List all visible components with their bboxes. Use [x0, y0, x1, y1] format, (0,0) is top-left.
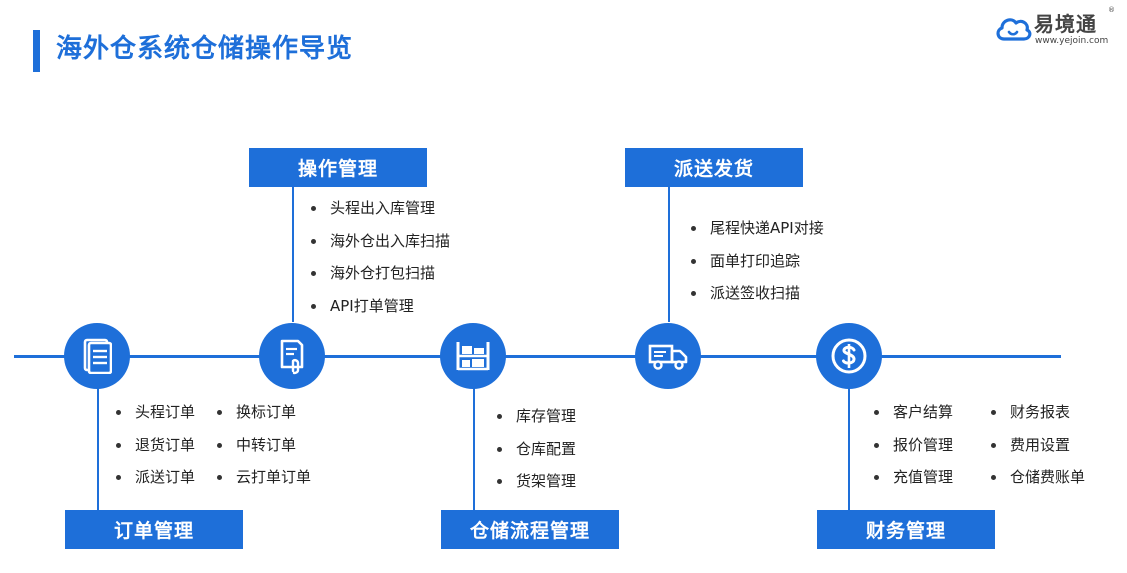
- order-items-left: 头程订单 退货订单 派送订单: [113, 396, 195, 494]
- list-item: 海外仓出入库扫描: [308, 225, 450, 258]
- list-item: 货架管理: [494, 465, 576, 498]
- connector-warehouse: [473, 388, 475, 513]
- list-item: 充值管理: [871, 461, 953, 494]
- scan-document-icon: [280, 339, 304, 375]
- list-item: 派送订单: [113, 461, 195, 494]
- list-item: 云打单订单: [214, 461, 311, 494]
- warehouse-items: 库存管理 仓库配置 货架管理: [494, 400, 576, 498]
- finance-items-right: 财务报表 费用设置 仓储费账单: [988, 396, 1085, 494]
- delivery-node: [635, 323, 701, 389]
- operation-node: [259, 323, 325, 389]
- logo: 易境通 ® www.yejoin.com: [994, 6, 1119, 54]
- order-items-right: 换标订单 中转订单 云打单订单: [214, 396, 311, 494]
- logo-name: 易境通: [1034, 12, 1097, 36]
- list-item: 中转订单: [214, 429, 311, 462]
- document-icon: [83, 338, 112, 374]
- list-item: 退货订单: [113, 429, 195, 462]
- warehouse-label: 仓储流程管理: [441, 510, 619, 549]
- list-item: 财务报表: [988, 396, 1085, 429]
- operation-items: 头程出入库管理 海外仓出入库扫描 海外仓打包扫描 API打单管理: [308, 192, 450, 322]
- list-item: 库存管理: [494, 400, 576, 433]
- operation-label: 操作管理: [249, 148, 427, 187]
- list-item: 面单打印追踪: [688, 245, 824, 278]
- list-item: 费用设置: [988, 429, 1085, 462]
- warehouse-node: [440, 323, 506, 389]
- connector-finance: [848, 388, 850, 513]
- delivery-items: 尾程快递API对接 面单打印追踪 派送签收扫描: [688, 212, 824, 310]
- connector-order: [97, 388, 99, 513]
- page-title: 海外仓系统仓储操作导览: [56, 34, 354, 64]
- logo-registered-mark: ®: [1108, 6, 1115, 14]
- finance-label: 财务管理: [817, 510, 995, 549]
- order-label: 订单管理: [65, 510, 243, 549]
- list-item: 换标订单: [214, 396, 311, 429]
- list-item: 头程出入库管理: [308, 192, 450, 225]
- list-item: 仓库配置: [494, 433, 576, 466]
- finance-node: [816, 323, 882, 389]
- list-item: 尾程快递API对接: [688, 212, 824, 245]
- logo-url: www.yejoin.com: [1035, 36, 1109, 46]
- truck-icon: [648, 344, 688, 370]
- list-item: 仓储费账单: [988, 461, 1085, 494]
- list-item: 海外仓打包扫描: [308, 257, 450, 290]
- dollar-icon: [831, 338, 867, 374]
- connector-delivery: [668, 186, 670, 322]
- list-item: 报价管理: [871, 429, 953, 462]
- list-item: 头程订单: [113, 396, 195, 429]
- list-item: API打单管理: [308, 290, 450, 323]
- finance-items-left: 客户结算 报价管理 充值管理: [871, 396, 953, 494]
- shelf-icon: [456, 342, 490, 371]
- list-item: 客户结算: [871, 396, 953, 429]
- connector-operation: [292, 186, 294, 322]
- cloud-logo-icon: [996, 18, 1032, 41]
- order-node: [64, 323, 130, 389]
- timeline-line: [14, 355, 1061, 358]
- delivery-label: 派送发货: [625, 148, 803, 187]
- title-accent-bar: [33, 30, 40, 72]
- list-item: 派送签收扫描: [688, 277, 824, 310]
